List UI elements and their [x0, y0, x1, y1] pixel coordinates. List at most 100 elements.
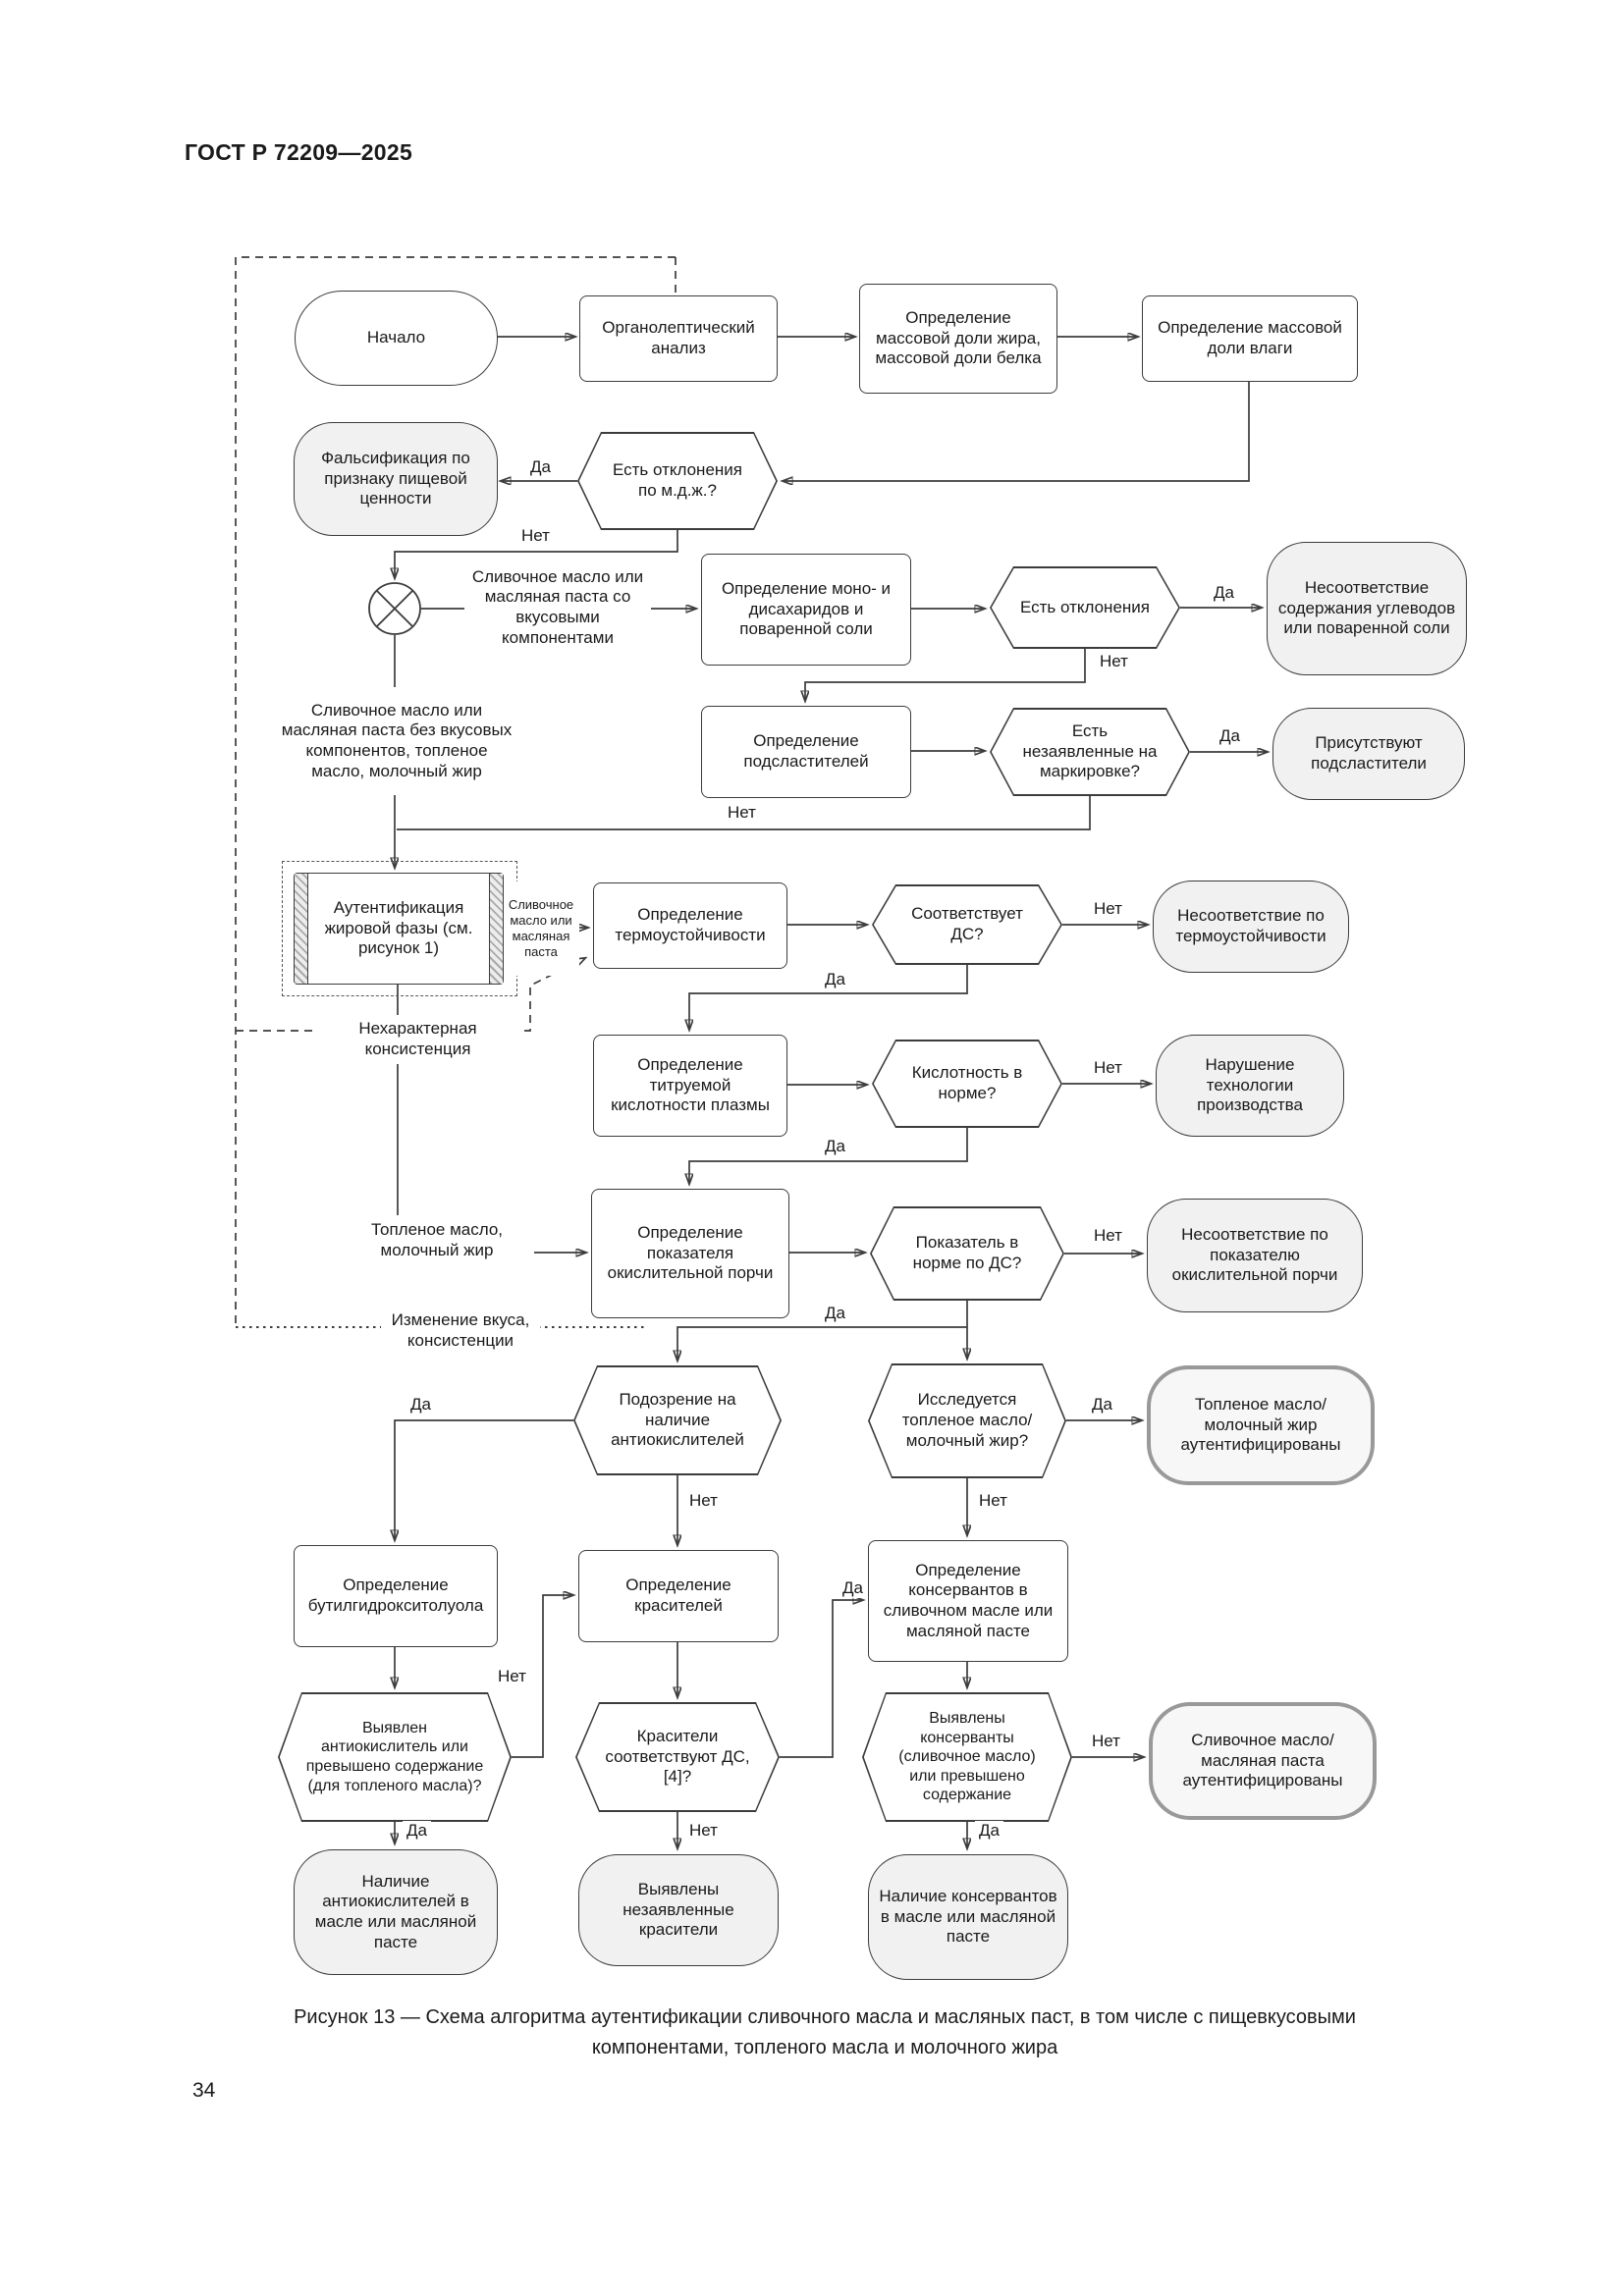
edge-label-yes: Да: [821, 1304, 849, 1324]
node-label: Соответствует ДС?: [911, 904, 1023, 943]
node-preservatives-determination: Определение консервантов в сливочном мас…: [868, 1540, 1068, 1662]
edge-label-yes: Да: [526, 457, 555, 478]
node-label: Начало: [366, 328, 426, 347]
node-label: Есть отклонения: [1019, 597, 1150, 616]
edge-label-no: Нет: [685, 1491, 722, 1512]
node-label: Присутствуют подсластители: [1311, 733, 1427, 773]
node-label: Определение титруемой кислотности плазмы: [611, 1054, 770, 1115]
node-label: Несоответствие по термоустойчивости: [1175, 906, 1326, 945]
node-label: Показатель в норме по ДС?: [912, 1233, 1022, 1272]
node-bht-determination: Определение бутилгидрокситолуола: [294, 1545, 498, 1647]
decision-matches-ds: Соответствует ДС?: [872, 884, 1062, 965]
decision-ghee-under-test: Исследуется топленое масло/молочный жир?: [868, 1363, 1066, 1478]
document-header: ГОСТ Р 72209—2025: [185, 139, 413, 165]
node-label: Определение массовой доли жира, массовой…: [875, 307, 1042, 368]
terminal-antioxidants-present: Наличие антиокислителей в масле или масл…: [294, 1849, 498, 1975]
edge-label-no: Нет: [1090, 1226, 1126, 1247]
terminal-undeclared-dyes: Выявлены незаявленные красители: [578, 1854, 779, 1966]
edge-label-no: Нет: [1088, 1732, 1124, 1752]
node-label: Аутентификация жировой фазы (см. рисунок…: [324, 897, 473, 958]
edge-label-no: Нет: [724, 803, 760, 824]
terminal-sweeteners-present: Присутствуют подсластители: [1272, 708, 1465, 800]
node-label: Есть незаявленные на маркировке?: [1022, 721, 1158, 781]
node-label: Несоответствие по показателю окислительн…: [1171, 1224, 1338, 1285]
edge-label-yes: Да: [403, 1821, 431, 1842]
node-label: Выявлен антиокислитель или превышено сод…: [305, 1719, 484, 1794]
decision-acidity-normal: Кислотность в норме?: [872, 1040, 1062, 1128]
figure-caption: Рисунок 13 — Схема алгоритма аутентифика…: [294, 2006, 1356, 2058]
junction-connector: [367, 581, 422, 636]
decision-undeclared-marking: Есть незаявленные на маркировке?: [990, 708, 1190, 796]
node-label: Наличие консервантов в масле или масляно…: [879, 1886, 1057, 1947]
node-label: Органолептический анализ: [602, 318, 755, 357]
node-label: Определение красителей: [625, 1575, 731, 1615]
node-label: Определение подсластителей: [743, 731, 869, 771]
terminal-falsification: Фальсификация по признаку пищевой ценнос…: [294, 422, 498, 536]
annotation-ghee-milk-fat: Топленое масло, молочный жир: [340, 1215, 534, 1266]
decision-fat-deviation: Есть отклонения по м.д.ж.?: [577, 432, 778, 530]
node-dyes-determination: Определение красителей: [578, 1550, 779, 1642]
node-label: Несоответствие содержания углеводов или …: [1277, 577, 1456, 638]
node-fat-phase-authentication: Аутентификация жировой фазы (см. рисунок…: [294, 873, 504, 985]
node-label: Красители соответствуют ДС, [4]?: [605, 1726, 750, 1787]
node-moisture-mass: Определение массовой доли влаги: [1142, 295, 1358, 382]
node-thermal-stability: Определение термоустойчивости: [593, 882, 787, 969]
node-titratable-acidity: Определение титруемой кислотности плазмы: [593, 1035, 787, 1137]
edge-label-yes: Да: [821, 1137, 849, 1157]
node-label: Наличие антиокислителей в масле или масл…: [314, 1871, 477, 1951]
node-fat-protein-mass: Определение массовой доли жира, массовой…: [859, 284, 1057, 394]
node-label: Подозрение на наличие антиокислителей: [611, 1389, 744, 1450]
junction-cross-icon: [368, 582, 421, 635]
node-label: Фальсификация по признаку пищевой ценнос…: [321, 448, 470, 508]
node-oxidative-deterioration: Определение показателя окислительной пор…: [591, 1189, 789, 1318]
decision-antioxidant-found: Выявлен антиокислитель или превышено сод…: [278, 1692, 512, 1822]
node-label: Есть отклонения по м.д.ж.?: [612, 460, 742, 500]
edge-label-no: Нет: [1090, 1058, 1126, 1079]
node-label: Определение моно- и дисахаридов и поваре…: [721, 578, 892, 639]
edge-label-yes: Да: [1216, 726, 1244, 747]
node-label: Выявлены незаявленные красители: [623, 1879, 734, 1940]
node-label: Определение консервантов в сливочном мас…: [883, 1560, 1054, 1640]
edge-label-no: Нет: [1096, 652, 1132, 672]
node-label: Определение показателя окислительной пор…: [607, 1222, 774, 1283]
node-label: Определение термоустойчивости: [615, 905, 766, 944]
edge-label-yes: Да: [406, 1395, 435, 1415]
node-label: Выявлены консерванты (сливочное масло) и…: [898, 1710, 1036, 1804]
annotation-taste-change: Изменение вкуса, консистенции: [381, 1296, 540, 1366]
annotation-no-flavor-components: Сливочное масло или масляная паста без в…: [275, 687, 518, 795]
terminal-tech-violation: Нарушение технологии производства: [1156, 1035, 1344, 1137]
decision-preservatives-found: Выявлены консерванты (сливочное масло) и…: [862, 1692, 1072, 1822]
edge-label-yes: Да: [1210, 583, 1238, 604]
decision-indicator-normal: Показатель в норме по ДС?: [870, 1206, 1064, 1301]
terminal-oxidative-mismatch: Несоответствие по показателю окислительн…: [1147, 1199, 1363, 1312]
decision-antioxidant-suspicion: Подозрение на наличие антиокислителей: [573, 1365, 782, 1475]
terminal-carbs-mismatch: Несоответствие содержания углеводов или …: [1267, 542, 1467, 675]
edge-label-yes: Да: [821, 970, 849, 990]
edge-label-no: Нет: [685, 1821, 722, 1842]
edge-label-no: Нет: [1090, 899, 1126, 920]
annotation-butter-or-paste-small: Сливочное масло или масляная паста: [503, 881, 579, 976]
node-mono-disaccharides: Определение моно- и дисахаридов и поваре…: [701, 554, 911, 666]
node-label: Топленое масло/ молочный жир аутентифици…: [1180, 1394, 1341, 1455]
edge-label-no: Нет: [517, 526, 554, 547]
annotation-flavored-components: Сливочное масло или масляная паста со вк…: [464, 565, 651, 650]
node-label: Сливочное масло/ масляная паста аутентиф…: [1182, 1730, 1343, 1790]
node-sweeteners-determination: Определение подсластителей: [701, 706, 911, 798]
decision-dyes-match-ds: Красители соответствуют ДС, [4]?: [575, 1702, 780, 1812]
node-label: Определение бутилгидрокситолуола: [307, 1575, 484, 1615]
decision-deviations: Есть отклонения: [990, 566, 1180, 649]
node-label: Определение массовой доли влаги: [1158, 318, 1342, 357]
page-number: 34: [192, 2079, 216, 2102]
node-start: Начало: [295, 291, 498, 386]
node-label: Нарушение технологии производства: [1197, 1054, 1303, 1115]
edge-label-yes: Да: [975, 1821, 1003, 1842]
terminal-butter-authenticated: Сливочное масло/ масляная паста аутентиф…: [1149, 1702, 1377, 1820]
node-label: Исследуется топленое масло/молочный жир?: [901, 1390, 1033, 1450]
edge-label-no: Нет: [494, 1667, 530, 1687]
terminal-preservatives-present: Наличие консервантов в масле или масляно…: [868, 1854, 1068, 1980]
edge-label-yes: Да: [1088, 1395, 1116, 1415]
node-organoleptic-analysis: Органолептический анализ: [579, 295, 778, 382]
edge-label-yes: Да: [839, 1578, 867, 1599]
